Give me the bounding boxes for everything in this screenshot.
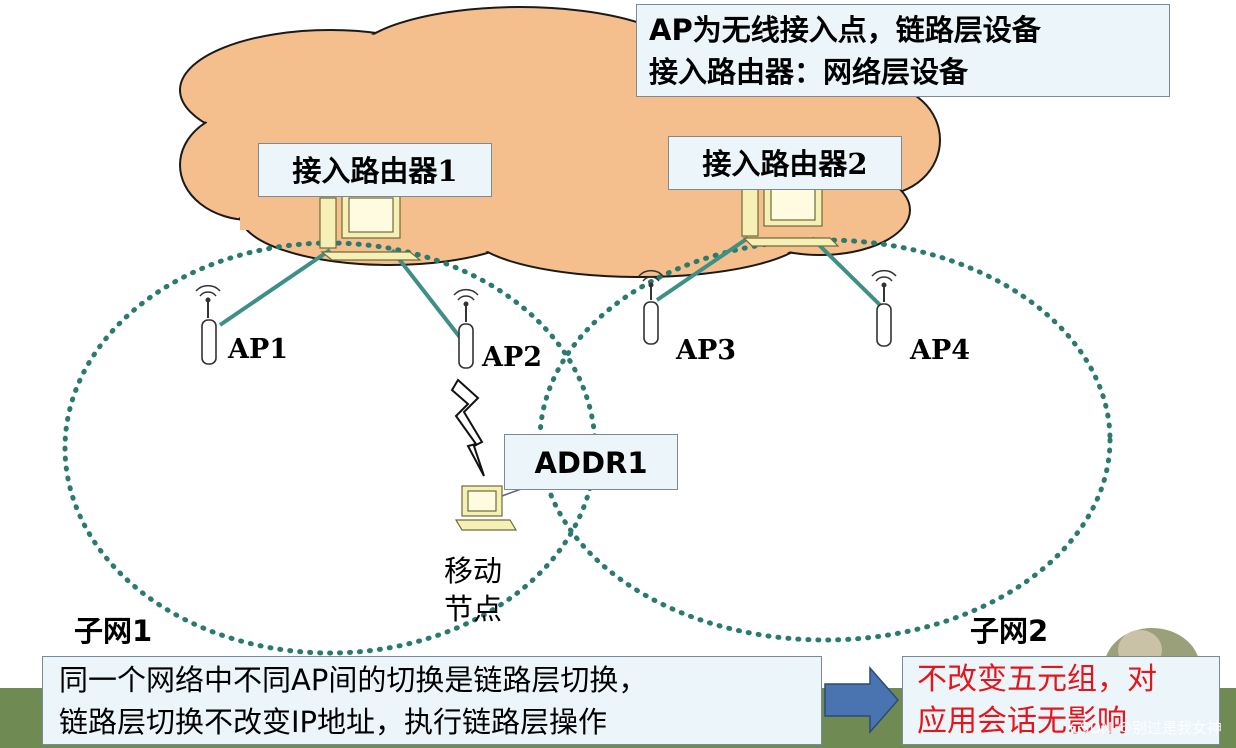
router-1-label-text: 接入路由器1 — [292, 154, 458, 188]
mobile-node-computer-icon — [454, 485, 518, 531]
wireless-lightning-icon — [450, 378, 485, 477]
result-note: 不改变五元组，对 应用会话无影响 — [902, 656, 1220, 745]
ap3-label: AP3 — [676, 335, 737, 366]
result-arrow-icon — [824, 666, 899, 734]
bottom-note-line-1: 同一个网络中不同AP间的切换是链路层切换， — [59, 663, 648, 697]
router-ap-links — [218, 236, 882, 342]
ap1-antenna-icon — [195, 284, 221, 365]
link-router1-ap1 — [218, 248, 332, 327]
ap4-antenna-icon — [871, 269, 897, 347]
watermark: CSDN @别过是我女神 — [1069, 719, 1222, 737]
mobile-node-label: 移动 节点 — [444, 552, 502, 628]
link-router2-ap3 — [655, 236, 750, 302]
bottom-note: 同一个网络中不同AP间的切换是链路层切换， 链路层切换不改变IP地址，执行链路层… — [42, 656, 822, 745]
ap3-antenna-icon — [638, 269, 664, 345]
subnet-2-label: 子网2 — [970, 614, 1049, 648]
result-note-line-1: 不改变五元组，对 — [917, 662, 1157, 697]
top-note: AP为无线接入点，链路层设备 接入路由器：网络层设备 — [636, 4, 1170, 97]
router-2-label: 接入路由器2 — [668, 136, 902, 190]
subnet-1-label: 子网1 — [74, 614, 153, 648]
link-router2-ap4 — [810, 236, 882, 307]
top-note-line-1: AP为无线接入点，链路层设备 — [649, 13, 1041, 47]
ap1-label: AP1 — [228, 334, 289, 365]
top-note-line-2: 接入路由器：网络层设备 — [649, 55, 969, 89]
ap2-antenna-icon — [453, 288, 479, 369]
router-1-computer-icon — [319, 191, 422, 261]
ap4-label: AP4 — [910, 335, 971, 366]
result-note-line-2: 应用会话无影响 — [917, 704, 1127, 739]
ap2-label: AP2 — [482, 342, 543, 373]
mobile-node-label-line-1: 移动 — [444, 554, 503, 588]
router-1-label: 接入路由器1 — [258, 143, 492, 197]
mobile-node-label-line-2: 节点 — [444, 592, 503, 626]
bottom-note-line-2: 链路层切换不改变IP地址，执行链路层操作 — [59, 705, 608, 739]
mobile-node-address-text: ADDR1 — [534, 446, 648, 480]
router-2-label-text: 接入路由器2 — [702, 147, 868, 181]
link-router1-ap2 — [390, 248, 464, 342]
mobile-node-address: ADDR1 — [504, 434, 678, 490]
